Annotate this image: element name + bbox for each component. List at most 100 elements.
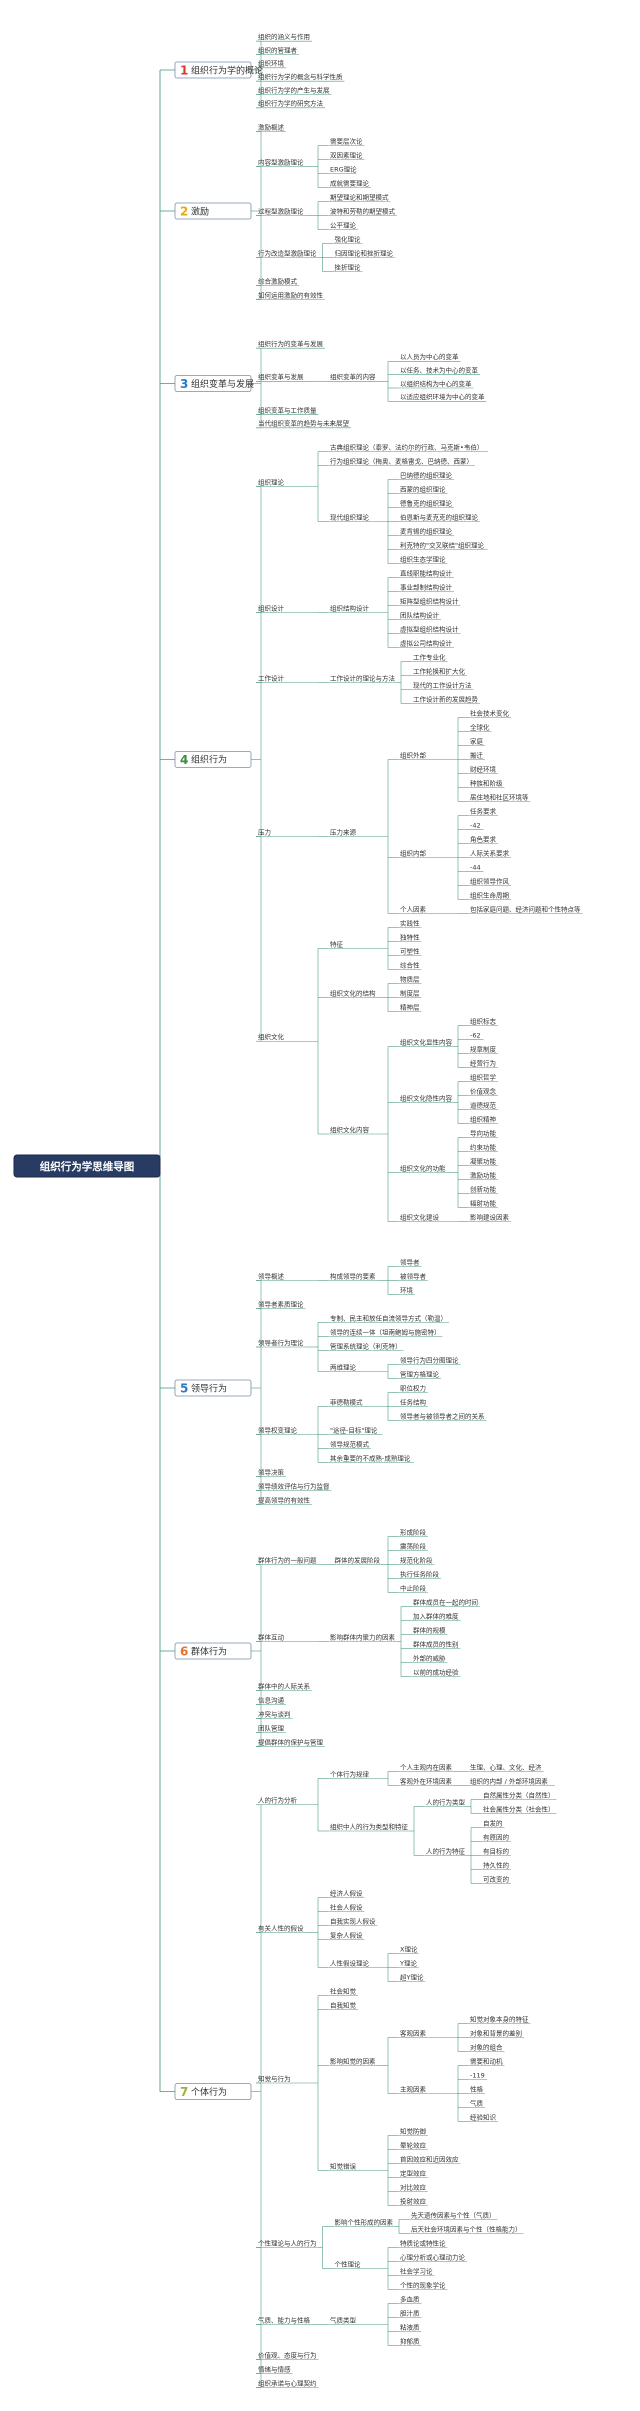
topic-node: 有目标的 — [483, 1846, 510, 1855]
topic-node: 群体的规模 — [413, 1625, 446, 1634]
topic-node: 知觉错误 — [330, 2161, 357, 2170]
topic-node: 德鲁克的组织理论 — [400, 498, 453, 507]
section-node-7 — [174, 2083, 252, 2101]
section-label: 组织变革与发展 — [191, 378, 254, 390]
topic-node: 过程型激励理论 — [258, 206, 304, 215]
topic-node: 外部的威胁 — [413, 1653, 446, 1662]
topic-node: 组织理论 — [258, 477, 285, 486]
topic-node: 中止阶段 — [400, 1583, 427, 1592]
topic-node: 自我实现人假设 — [330, 1916, 376, 1925]
topic-node: 工作专业化 — [413, 652, 446, 661]
topic-node: -62 — [470, 1031, 481, 1039]
topic-node: 虚拟型组织结构设计 — [400, 624, 459, 633]
section-number: 3 — [180, 377, 188, 391]
section-number: 6 — [180, 1645, 188, 1659]
topic-node: 社会技术变化 — [470, 708, 510, 717]
topic-node: 麦肯锡的组织理论 — [400, 526, 453, 535]
topic-node: 凝聚功能 — [470, 1156, 497, 1165]
topic-node: 组织文化内容 — [330, 1125, 370, 1134]
topic-node: 粘液质 — [400, 2322, 420, 2331]
topic-node: 信息沟通 — [258, 1695, 285, 1704]
topic-node: 对象和背景的差别 — [470, 2028, 522, 2037]
topic-node: X理论 — [400, 1944, 418, 1953]
topic-node: 特质论或特性论 — [400, 2238, 446, 2247]
topic-node: 领导决策 — [258, 1467, 285, 1476]
section-label: 群体行为 — [191, 1645, 227, 1657]
topic-node: 其余重要的不成熟-成熟理论 — [330, 1453, 411, 1462]
topic-node: 压力来源 — [330, 827, 357, 836]
section-node-5 — [174, 1379, 252, 1397]
topic-node: 领导者行为理论 — [258, 1338, 304, 1347]
section-label: 组织行为 — [191, 754, 227, 766]
topic-node: 当代组织变革的趋势与未来展望 — [258, 419, 350, 428]
topic-node: 晕轮效应 — [400, 2140, 427, 2149]
topic-node: 特征 — [330, 939, 344, 948]
topic-node: 组织变革与发展 — [258, 372, 304, 381]
topic-node: 群体行为的一般问题 — [258, 1555, 317, 1564]
topic-node: 组织的内部 / 外部环境因素 — [470, 1776, 548, 1785]
topic-node: 客观外在环境因素 — [400, 1776, 453, 1785]
topic-node: 种族和阶级 — [470, 778, 503, 787]
topic-node: 经验知识 — [470, 2112, 497, 2121]
topic-node: 环境 — [400, 1285, 414, 1294]
topic-node: 组织环境 — [258, 59, 285, 68]
topic-node: 以前的成功经验 — [413, 1667, 459, 1676]
topic-node: 领导权变理论 — [258, 1425, 298, 1434]
topic-node: 精神层 — [400, 1002, 420, 1011]
topic-node: 需要层次论 — [330, 136, 363, 145]
section-node-4 — [174, 750, 252, 768]
section-label: 组织行为学的概论 — [191, 64, 263, 76]
topic-node: 管理方格理论 — [400, 1369, 440, 1378]
topic-node: 群体互动 — [258, 1632, 285, 1641]
topic-node: 导向功能 — [470, 1128, 497, 1137]
topic-node: 激励功能 — [470, 1170, 497, 1179]
topic-node: 先天遗传因素与个性（气质） — [411, 2210, 496, 2219]
topic-node: 形成阶段 — [400, 1527, 427, 1536]
topic-node: 提高领导的有效性 — [258, 1495, 311, 1504]
topic-node: 以组织结构为中心的变革 — [400, 379, 472, 388]
topic-node: 角色要求 — [470, 834, 497, 843]
root-label: 组织行为学思维导图 — [40, 1160, 135, 1173]
topic-node: 气质类型 — [330, 2315, 357, 2324]
topic-node: 影响建设因素 — [470, 1212, 510, 1221]
topic-node: 期望理论和期望模式 — [330, 192, 389, 201]
topic-node: 社会知觉 — [330, 1986, 357, 1995]
topic-node: 需要和动机 — [470, 2056, 503, 2065]
topic-node: 组织哲学 — [470, 1072, 497, 1081]
topic-node: 组织变革与工作质量 — [258, 405, 317, 414]
topic-node: 辐射功能 — [470, 1198, 497, 1207]
topic-node: 管理系统理论（利克特） — [330, 1341, 402, 1350]
topic-node: 个性理论与人的行为 — [258, 2238, 317, 2247]
topic-node: 古典组织理论（泰罗、法约尔的行政、马克斯•韦伯） — [330, 442, 483, 451]
topic-node: 现代的工作设计方法 — [413, 680, 472, 689]
topic-node: 自我知觉 — [330, 2000, 357, 2009]
topic-node: 事业部制结构设计 — [400, 582, 453, 591]
topic-node: 震荡阶段 — [400, 1541, 427, 1550]
topic-node: 人的行为类型 — [426, 1797, 466, 1806]
topic-node: 挫折理论 — [335, 262, 362, 271]
topic-node: 搬迁 — [470, 750, 484, 759]
topic-node: 生理、心理、文化、经济 — [470, 1762, 542, 1771]
topic-node: 影响知觉的因素 — [330, 2056, 376, 2065]
topic-node: 两维理论 — [330, 1362, 357, 1371]
connector-lines — [159, 40, 583, 2388]
section-node-3 — [174, 375, 252, 392]
topic-node: 情绪与情感 — [258, 2364, 291, 2373]
topic-node: 人性假设理论 — [330, 1958, 370, 1967]
section-number: 4 — [180, 753, 188, 767]
topic-node: "途径-目标"理论 — [330, 1425, 378, 1434]
topic-node: 工作轮换和扩大化 — [413, 666, 466, 675]
section-node-6 — [174, 1642, 252, 1660]
topic-node: 有原因的 — [483, 1832, 510, 1841]
topic-node: 首因效应和近因效应 — [400, 2154, 459, 2163]
topic-node: 伯恩斯与麦克克的组织理论 — [400, 512, 479, 521]
topic-node: 组织设计 — [258, 603, 285, 612]
topic-node: 组织标志 — [470, 1016, 497, 1025]
topic-node: 定型效应 — [400, 2168, 427, 2177]
section-label: 领导行为 — [191, 1382, 227, 1394]
topic-node: 任务结构 — [400, 1397, 427, 1406]
topic-node: 组织的涵义与作用 — [258, 32, 310, 41]
topic-node: 家庭 — [470, 736, 484, 745]
topic-node: 知觉与行为 — [258, 2074, 291, 2083]
